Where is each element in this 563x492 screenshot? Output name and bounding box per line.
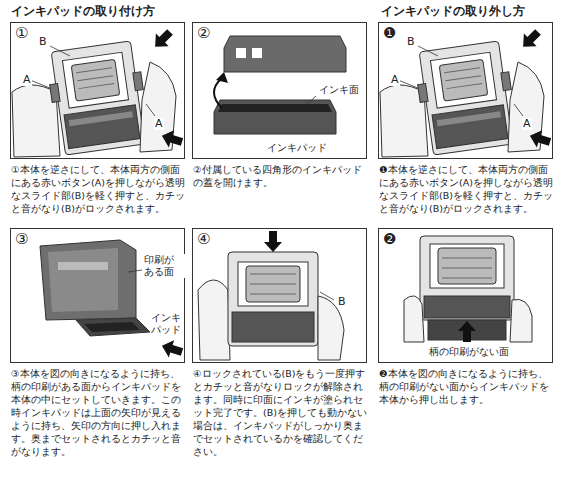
- step-panel: ③③本体を図の向きになるように持ち、柄の印刷がある面からインキパッドを本体の中に…: [10, 228, 185, 363]
- part-letter: A: [390, 74, 400, 86]
- step-number: ❷: [383, 230, 396, 248]
- step-number: ④: [197, 230, 210, 248]
- section-title: インキパッドの取り付け方: [10, 4, 156, 19]
- part-label: インキパッド: [266, 142, 328, 154]
- step-caption: ④ロックされている(B)をもう一度押すとカチッと音がなりロックが解除されます。同…: [193, 367, 368, 458]
- step-caption: ❶本体を逆さにして、本体両方の側面にある赤いボタン(A)を押しながら透明なスライ…: [379, 163, 554, 215]
- step-caption: ①本体を逆さにして、本体両方の側面にある赤いボタン(A)を押しながら透明なスライ…: [11, 163, 186, 215]
- part-label: インキ面: [318, 84, 360, 96]
- step-caption: ❷本体を図の向きになるように持ち、柄の印刷がない面からインキパッドを本体から押し…: [379, 367, 554, 406]
- step-number: ❶: [383, 24, 396, 42]
- step-panel: ❶❶本体を逆さにして、本体両方の側面にある赤いボタン(A)を押しながら透明なスラ…: [378, 22, 553, 159]
- part-letter: A: [22, 74, 32, 86]
- part-letter: A: [154, 118, 164, 130]
- part-letter: B: [38, 36, 48, 48]
- step-number: ②: [197, 24, 210, 42]
- step-caption: ②付属している四角形のインキパッドの蓋を開けます。: [193, 163, 368, 189]
- part-label: 柄の印刷がない面: [428, 346, 510, 358]
- section-title: インキパッドの取り外し方: [380, 4, 526, 19]
- step-panel: ❷❷本体を図の向きになるように持ち、柄の印刷がない面からインキパッドを本体から押…: [378, 228, 553, 363]
- step-number: ①: [15, 24, 28, 42]
- part-letter: B: [406, 36, 416, 48]
- part-label: インキ パッド: [150, 312, 184, 336]
- part-label: 印刷が ある面: [143, 254, 185, 278]
- step-caption: ③本体を図の向きになるように持ち、柄の印刷がある面からインキパッドを本体の中にセ…: [11, 367, 186, 458]
- part-letter: A: [522, 118, 532, 130]
- step-number: ③: [15, 230, 28, 248]
- step-panel: ①①本体を逆さにして、本体両方の側面にある赤いボタン(A)を押しながら透明なスラ…: [10, 22, 185, 159]
- part-letter: B: [337, 296, 347, 308]
